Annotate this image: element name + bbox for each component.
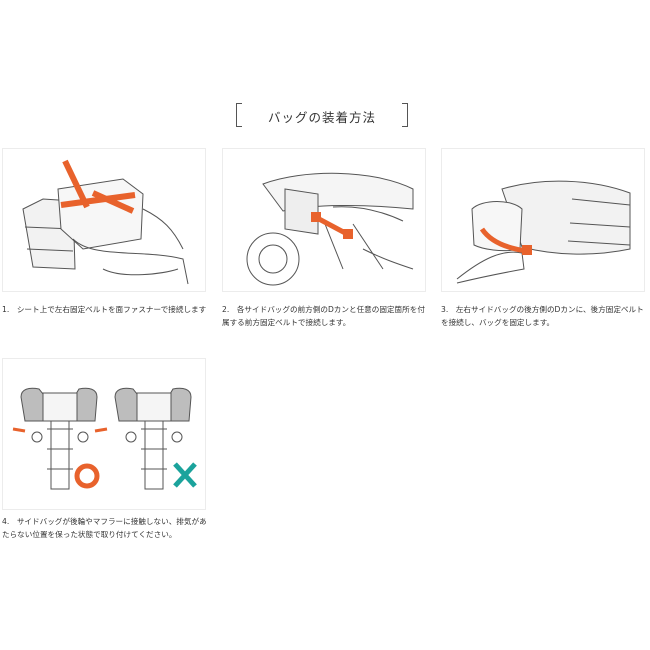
step-4-illustration — [2, 358, 206, 510]
step-3-illustration — [441, 148, 645, 292]
step-3-caption: 3. 左右サイドバッグの後方側のDカンに、後方固定ベルトを接続し、バッグを固定し… — [441, 305, 644, 327]
cross-x-icon — [173, 462, 197, 488]
right-bracket — [402, 103, 408, 127]
step-1-illustration — [2, 148, 206, 292]
circle-o-icon — [74, 463, 100, 489]
step-1-caption: 1. シート上で左右固定ベルトを面ファスナーで接続します — [2, 305, 207, 314]
page-header: バッグの装着方法 — [236, 103, 408, 129]
step-2-caption: 2. 各サイドバッグの前方側のDカンと任意の固定箇所を付属する前方固定ベルトで接… — [222, 305, 425, 327]
incorrect-example — [114, 387, 192, 490]
left-bracket — [236, 103, 242, 127]
correct-example — [20, 387, 98, 490]
step-2-illustration — [222, 148, 426, 292]
page-title: バッグの装着方法 — [267, 110, 376, 125]
step-4-caption: 4. サイドバッグが後輪やマフラーに接触しない、排気があたらない位置を保った状態… — [2, 517, 207, 539]
